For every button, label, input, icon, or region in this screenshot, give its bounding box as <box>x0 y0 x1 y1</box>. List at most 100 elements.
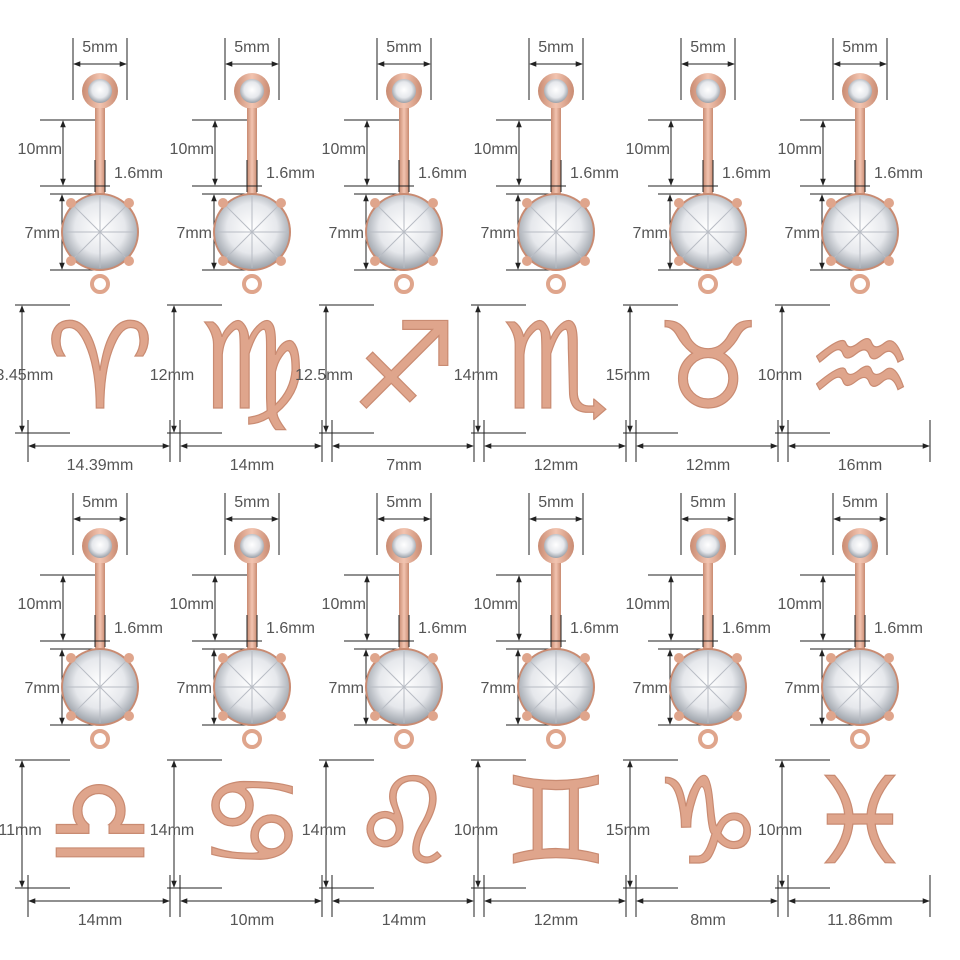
gem-prong <box>276 256 286 266</box>
gem-prong <box>218 711 228 721</box>
gem-facet <box>226 206 253 233</box>
gem-prong <box>884 711 894 721</box>
gem-size-label: 7mm <box>24 225 60 242</box>
gem-size-label: 7mm <box>328 680 364 697</box>
bar-length-label: 10mm <box>778 141 822 158</box>
bar-length-label: 10mm <box>18 141 62 158</box>
bar-length-label: 10mm <box>18 596 62 613</box>
top-ball-gem <box>240 79 264 103</box>
zodiac-charm-gemini: ♊︎ <box>502 753 610 892</box>
gem-facet <box>378 206 405 233</box>
charm-height-label: 10mm <box>454 822 498 839</box>
bar <box>95 563 105 649</box>
bar <box>95 108 105 194</box>
gem-prong <box>66 198 76 208</box>
gem-facet <box>530 661 557 688</box>
charm-width-label: 14mm <box>78 912 122 929</box>
gem-facet <box>403 686 430 713</box>
gem-size-label: 7mm <box>632 680 668 697</box>
charm-height-label: 14mm <box>150 822 194 839</box>
charm-width-label: 7mm <box>386 457 422 474</box>
jump-ring <box>850 729 870 749</box>
charm-height-label: 12.5mm <box>295 367 353 384</box>
gem-facet <box>555 686 582 713</box>
zodiac-charm-leo: ♌︎ <box>350 753 458 892</box>
gem-facet <box>555 231 582 258</box>
charm-width-label: 10mm <box>230 912 274 929</box>
gem-facet <box>859 206 886 233</box>
bar-gauge-label: 1.6mm <box>570 620 619 637</box>
gem-facet <box>99 661 126 688</box>
zodiac-charm-pisces: ♓︎ <box>806 753 914 892</box>
top-ball-gem <box>544 79 568 103</box>
gem-prong <box>826 256 836 266</box>
charm-height-label: 10mm <box>758 367 802 384</box>
charm-width-label: 12mm <box>686 457 730 474</box>
bar-length-label: 10mm <box>474 141 518 158</box>
bar <box>247 108 257 194</box>
bar-gauge-label: 1.6mm <box>266 165 315 182</box>
gem-prong <box>580 711 590 721</box>
ball-width-label: 5mm <box>690 39 726 56</box>
jump-ring <box>242 274 262 294</box>
gem-prong <box>674 711 684 721</box>
gem-prong <box>276 198 286 208</box>
bar-gauge-label: 1.6mm <box>874 620 923 637</box>
bar-length-label: 10mm <box>474 596 518 613</box>
gem-facet <box>403 231 430 258</box>
ball-width-label: 5mm <box>386 39 422 56</box>
zodiac-charm-taurus: ♉︎ <box>654 298 762 437</box>
charm-height-label: 11mm <box>0 822 42 839</box>
gem-prong <box>428 711 438 721</box>
gem-size-label: 7mm <box>632 225 668 242</box>
gem-facet <box>74 231 101 258</box>
bar-length-label: 10mm <box>170 596 214 613</box>
gem-prong <box>732 198 742 208</box>
gem-prong <box>124 198 134 208</box>
ball-width-label: 5mm <box>82 494 118 511</box>
gem-facet <box>707 206 734 233</box>
jump-ring <box>546 729 566 749</box>
charm-width-label: 14.39mm <box>67 457 134 474</box>
gem-prong <box>124 711 134 721</box>
gem-facet <box>99 231 126 258</box>
gem-facet <box>99 686 126 713</box>
bar <box>399 563 409 649</box>
gem-facet <box>555 661 582 688</box>
charm-width-label: 11.86mm <box>827 912 893 929</box>
gem-prong <box>884 653 894 663</box>
gem-prong <box>276 711 286 721</box>
gem-facet <box>226 231 253 258</box>
top-ball-gem <box>696 79 720 103</box>
gem-facet <box>682 686 709 713</box>
bar-gauge-label: 1.6mm <box>418 165 467 182</box>
bar-gauge-label: 1.6mm <box>114 620 163 637</box>
gem-prong <box>732 256 742 266</box>
top-ball-gem <box>392 79 416 103</box>
gem-facet <box>530 231 557 258</box>
jump-ring <box>90 274 110 294</box>
gem-facet <box>834 686 861 713</box>
zodiac-charm-libra: ♎︎ <box>46 753 154 892</box>
gem-size-label: 7mm <box>176 680 212 697</box>
gem-facet <box>682 231 709 258</box>
gem-facet <box>859 661 886 688</box>
bar-gauge-label: 1.6mm <box>874 165 923 182</box>
bar-length-label: 10mm <box>322 141 366 158</box>
charm-height-label: 15mm <box>606 367 650 384</box>
ball-width-label: 5mm <box>538 39 574 56</box>
gem-facet <box>74 206 101 233</box>
gem-facet <box>251 206 278 233</box>
bar <box>551 108 561 194</box>
gem-prong <box>826 198 836 208</box>
gem-prong <box>580 198 590 208</box>
gem-prong <box>66 653 76 663</box>
gem-prong <box>674 198 684 208</box>
gem-prong <box>370 256 380 266</box>
gem-prong <box>276 653 286 663</box>
